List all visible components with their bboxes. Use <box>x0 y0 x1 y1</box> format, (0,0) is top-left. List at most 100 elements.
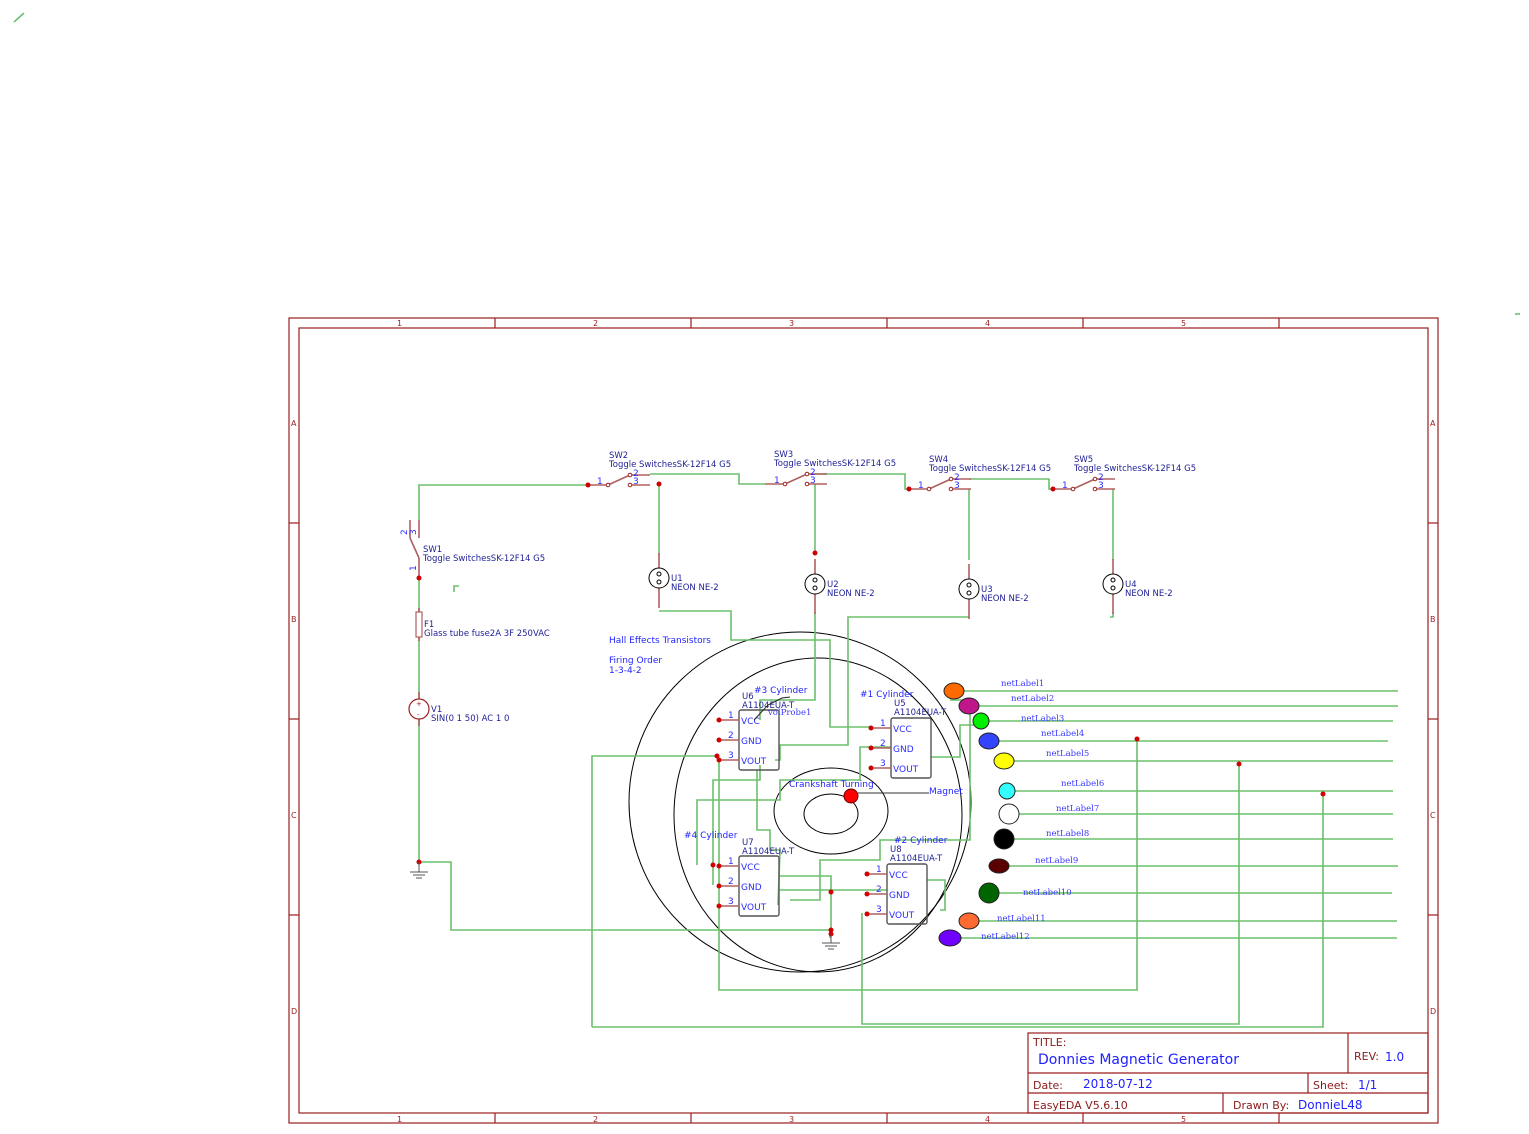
pin-name: VOUT <box>889 911 915 921</box>
magnet[interactable] <box>843 788 859 804</box>
net-label-text: netLabel3 <box>1021 714 1064 724</box>
column-label: 2 <box>593 1115 598 1124</box>
switch-contact <box>782 481 788 487</box>
net-label-12[interactable]: netLabel12 <box>938 929 1030 947</box>
net-label-text: netLabel8 <box>1046 829 1089 839</box>
net-flag-icon <box>978 732 1000 750</box>
u5-cylinder-label: #1 Cylinder <box>860 690 914 700</box>
u7-value: A1104EUA-T <box>742 847 795 857</box>
net-label-8[interactable]: netLabel8 <box>993 828 1089 850</box>
pin-name: VOUT <box>893 765 919 775</box>
pin-number: 1 <box>597 477 603 487</box>
net-label-5[interactable]: netLabel5 <box>993 749 1089 770</box>
net-label-11[interactable]: netLabel11 <box>958 912 1046 930</box>
f1-designator: F1 <box>424 620 434 630</box>
net-flag-icon <box>988 858 1010 874</box>
net-label-4[interactable]: netLabel4 <box>978 729 1084 750</box>
column-label: 3 <box>789 1115 794 1124</box>
v1-value: SIN(0 1 50) AC 1 0 <box>431 714 509 724</box>
net-flag-icon <box>972 712 990 730</box>
sheet-frame: 1 2 3 4 5 1 2 3 4 5 A B C D A B C D <box>288 317 1439 1124</box>
net-label-text: netLabel7 <box>1056 804 1099 814</box>
electrode <box>1110 585 1116 591</box>
net-flag-icon <box>998 782 1016 800</box>
net-label-2[interactable]: netLabel2 <box>958 694 1054 715</box>
net-label-text: netLabel11 <box>997 914 1046 924</box>
note-firing-order: 1-3-4-2 <box>609 666 642 676</box>
sw1-designator: SW1 <box>423 545 442 555</box>
electrode <box>656 579 662 585</box>
pin-number: 3 <box>728 897 734 907</box>
neon-bulb-icon <box>648 567 670 589</box>
pin-number: 2 <box>880 739 886 749</box>
switch-sw1[interactable]: 2 3 1 SW1 Toggle SwitchesSK-12F14 G5 <box>400 520 545 581</box>
row-label: A <box>291 419 297 428</box>
pin-number: 1 <box>880 719 886 729</box>
net-label-text: netLabel12 <box>981 932 1030 942</box>
pin-name: VCC <box>741 717 760 727</box>
title-block: TITLE: Donnies Magnetic Generator REV: 1… <box>1027 1032 1429 1114</box>
pin-number: 2 <box>728 877 734 887</box>
rev-value: 1.0 <box>1385 1050 1404 1064</box>
net-label-text: netLabel4 <box>1041 729 1084 739</box>
net-label-wires <box>950 690 1398 939</box>
switch-contact <box>926 486 932 492</box>
switch-lever <box>1072 478 1096 490</box>
net-label-text: netLabel6 <box>1061 779 1104 789</box>
note-crankshaft: Crankshaft Turning <box>789 780 874 790</box>
u3-designator: U3 <box>981 585 993 595</box>
net-label-7[interactable]: netLabel7 <box>998 803 1099 825</box>
neon-bulb-icon <box>804 573 826 595</box>
switch-lever <box>784 473 808 485</box>
u1-value: NEON NE-2 <box>671 583 719 593</box>
ground-symbol <box>822 927 840 950</box>
fuse-f1[interactable]: F1 Glass tube fuse2A 3F 250VAC <box>415 608 550 641</box>
title-value: Donnies Magnetic Generator <box>1038 1052 1239 1068</box>
source-v1[interactable]: + - V1 SIN(0 1 50) AC 1 0 <box>408 692 509 726</box>
sw2-designator: SW2 <box>609 451 628 461</box>
u8-designator: U8 <box>890 845 902 855</box>
net-label-1[interactable]: netLabel1 <box>943 679 1044 700</box>
sheet-value: 1/1 <box>1358 1078 1377 1092</box>
pin-number: 2 <box>876 885 882 895</box>
column-label: 4 <box>985 319 990 328</box>
sw2-value: Toggle SwitchesSK-12F14 G5 <box>608 460 731 470</box>
net-label-9[interactable]: netLabel9 <box>988 856 1078 874</box>
pin-junction <box>864 891 870 897</box>
u6-designator: U6 <box>742 692 754 702</box>
sw5-designator: SW5 <box>1074 455 1093 465</box>
switch-contact <box>804 471 810 477</box>
u5-value: A1104EUA-T <box>894 708 947 718</box>
pin-number: 3 <box>880 759 886 769</box>
net-flag-icon <box>958 912 980 930</box>
pin-name: GND <box>741 737 762 747</box>
pin-junction <box>716 863 722 869</box>
pin-junction <box>868 745 874 751</box>
rotor-rings <box>628 631 972 973</box>
u2-value: NEON NE-2 <box>827 589 875 599</box>
v1-designator: V1 <box>431 705 442 715</box>
voltage-probe[interactable]: volProbe1 <box>753 696 811 721</box>
switch-contact <box>948 486 954 492</box>
net-flag-icon <box>993 752 1015 770</box>
pin-name: VCC <box>893 725 912 735</box>
net-label-3[interactable]: netLabel3 <box>972 712 1064 730</box>
net-flag-icon <box>943 682 965 700</box>
net-label-10[interactable]: netLabel10 <box>978 882 1072 904</box>
net-label-6[interactable]: netLabel6 <box>998 779 1104 800</box>
drawn-by-label: Drawn By: <box>1233 1099 1289 1112</box>
row-label: D <box>1430 1007 1436 1016</box>
